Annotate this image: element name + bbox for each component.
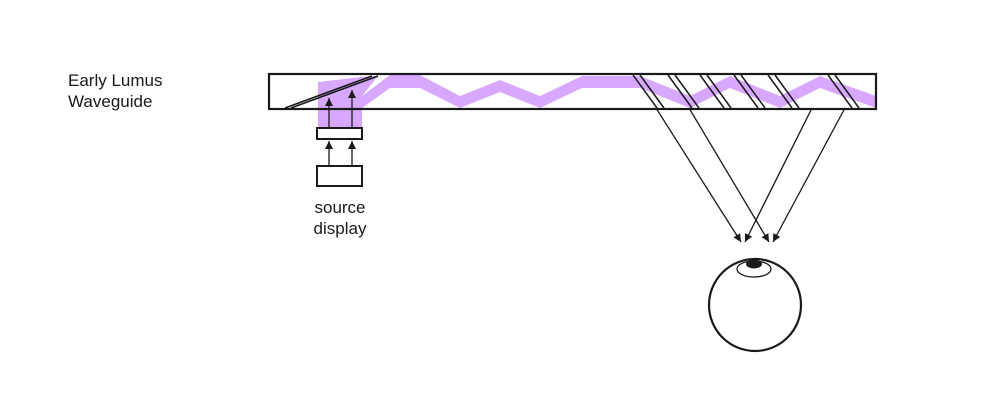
source-label-line-2: display [313,219,367,238]
source-label-line-1: source [314,198,366,217]
source-arrows [325,90,356,166]
output-rays [655,107,846,243]
input-mirror [284,75,379,109]
title-line-2: Waveguide [68,92,153,111]
diagram-title: Early Lumus Waveguide [68,70,162,112]
source-display-label: source display [300,197,380,239]
light-column [318,96,362,130]
source-display-box [316,165,363,187]
waveguide-slab [267,72,878,111]
eye-icon [707,257,803,353]
pupil [746,259,762,269]
light-band-zigzag [362,75,876,108]
lens-element [316,127,363,140]
partial-reflectors [632,74,860,109]
light-path [318,75,876,130]
title-line-1: Early Lumus [68,71,163,90]
eyeball [707,257,803,353]
